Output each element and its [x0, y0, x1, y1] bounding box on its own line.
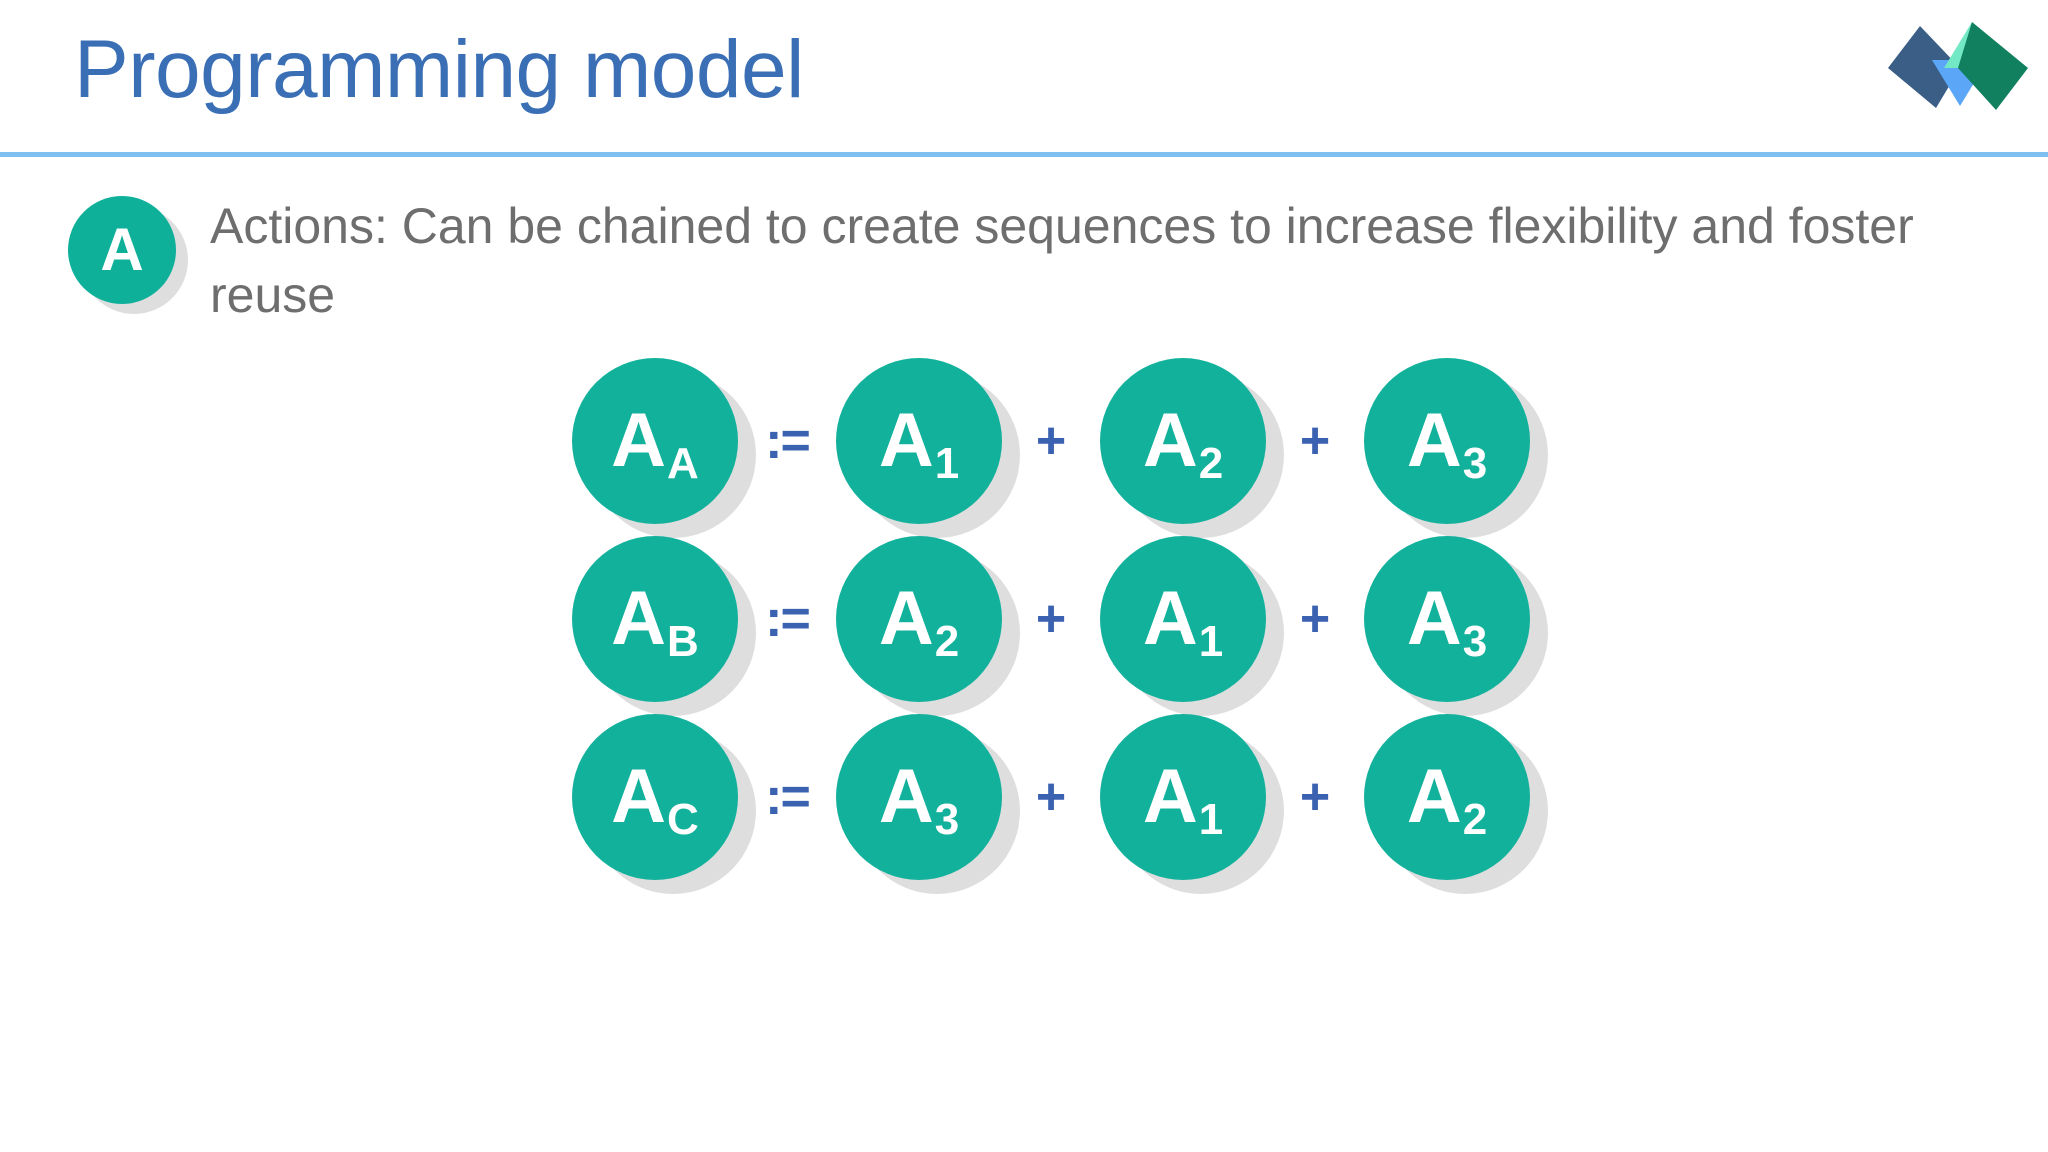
- node-main-label: A: [878, 398, 934, 483]
- node-subscript-label: 1: [934, 439, 960, 488]
- assign-operator: :=: [765, 590, 811, 648]
- plus-operator: +: [1299, 768, 1331, 826]
- node-subscript-label: 3: [1462, 439, 1488, 488]
- assign-operator: :=: [765, 768, 811, 826]
- plus-operator: +: [1035, 412, 1067, 470]
- node-main-label: A: [1142, 398, 1198, 483]
- title-divider: [0, 152, 2048, 157]
- page-title: Programming model: [74, 24, 804, 115]
- node-subscript-label: 2: [1462, 795, 1488, 844]
- plus-operator: +: [1299, 412, 1331, 470]
- bullet-badge-a: A: [68, 196, 176, 304]
- node-main-label: A: [878, 576, 934, 661]
- company-logo-icon: [1882, 16, 2034, 112]
- node-subscript-label: 2: [1198, 439, 1224, 488]
- node-subscript-label: 3: [1462, 617, 1488, 666]
- bullet-text: Actions: Can be chained to create sequen…: [210, 198, 1914, 323]
- node-subscript-label: C: [667, 795, 699, 844]
- node-subscript-label: 1: [1198, 617, 1224, 666]
- plus-operator: +: [1035, 590, 1067, 648]
- plus-operator: +: [1035, 768, 1067, 826]
- node-main-label: A: [1406, 398, 1462, 483]
- node-main-label: A: [1142, 754, 1198, 839]
- node-main-label: A: [1142, 576, 1198, 661]
- node-main-label: A: [878, 754, 934, 839]
- node-subscript-label: 3: [934, 795, 960, 844]
- node-subscript-label: 1: [1198, 795, 1224, 844]
- plus-operator: +: [1299, 590, 1331, 648]
- node-main-label: A: [1406, 754, 1462, 839]
- node-subscript-label: A: [667, 439, 699, 488]
- node-main-label: A: [611, 754, 666, 839]
- node-subscript-label: B: [667, 617, 699, 666]
- bullet-badge-letter: A: [100, 216, 144, 283]
- node-main-label: A: [611, 398, 666, 483]
- node-subscript-label: 2: [934, 617, 960, 666]
- node-main-label: A: [611, 576, 666, 661]
- assign-operator: :=: [765, 412, 811, 470]
- node-main-label: A: [1406, 576, 1462, 661]
